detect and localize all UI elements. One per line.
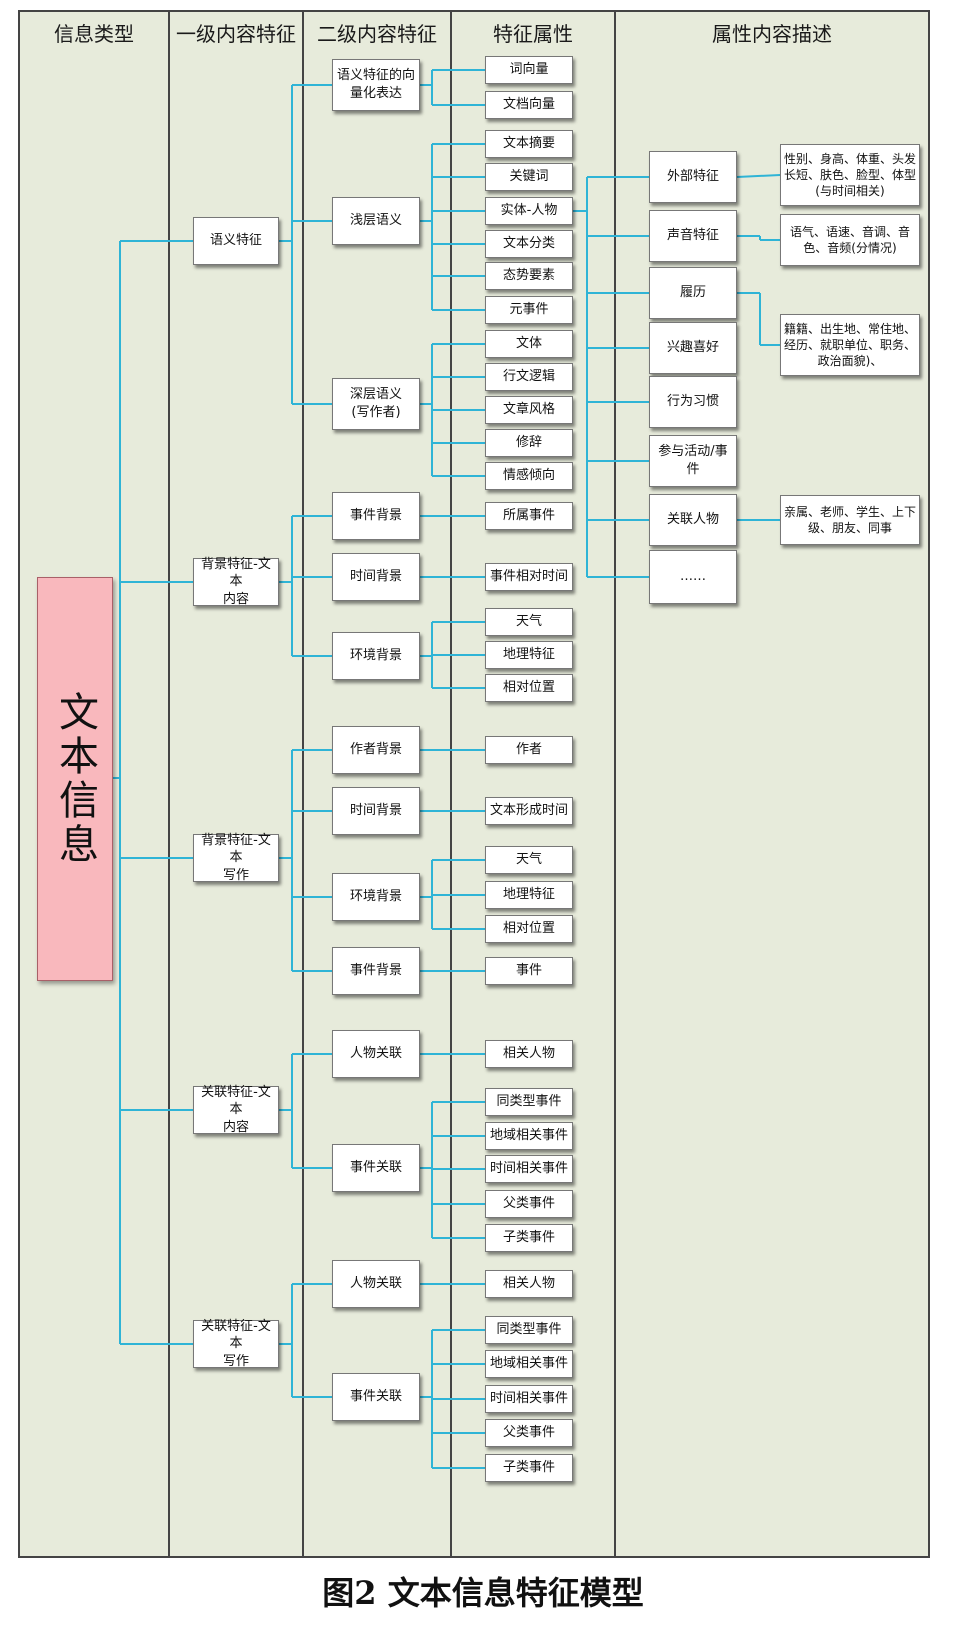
level3-node-29: 子类事件: [485, 1224, 573, 1252]
level3-node-10: 文章风格: [485, 396, 573, 424]
level4-node-2: 履历: [649, 267, 737, 319]
level3-node-9: 行文逻辑: [485, 363, 573, 391]
level4-node-5: 参与活动/事件: [649, 435, 737, 487]
level2-node-12: 人物关联: [332, 1260, 420, 1308]
level3-node-7: 元事件: [485, 296, 573, 324]
level3-node-33: 时间相关事件: [485, 1385, 573, 1413]
header-level1: 一级内容特征: [176, 22, 296, 46]
header-level2: 二级内容特征: [317, 22, 437, 46]
level2-node-0: 语义特征的向 量化表达: [332, 59, 420, 111]
level2-node-6: 作者背景: [332, 726, 420, 774]
level3-node-5: 文本分类: [485, 230, 573, 258]
level3-node-28: 父类事件: [485, 1190, 573, 1218]
level5-node-3: 亲属、老师、学生、上下 级、朋友、同事: [780, 495, 920, 545]
figure-caption: 图2 文本信息特征模型: [322, 1574, 644, 1612]
level3-node-1: 文档向量: [485, 91, 573, 119]
level3-node-21: 地理特征: [485, 881, 573, 909]
level1-node-3: 关联特征-文本 内容: [193, 1085, 279, 1135]
level2-node-13: 事件关联: [332, 1373, 420, 1421]
level3-node-32: 地域相关事件: [485, 1350, 573, 1378]
level3-node-26: 地域相关事件: [485, 1122, 573, 1150]
level3-node-35: 子类事件: [485, 1454, 573, 1482]
level3-node-4: 实体-人物: [485, 197, 573, 225]
level3-node-0: 词向量: [485, 56, 573, 84]
root-label: 文本信息: [52, 691, 98, 867]
level4-node-1: 声音特征: [649, 210, 737, 262]
level3-node-19: 文本形成时间: [485, 797, 573, 825]
level5-node-0: 性别、身高、体重、头发 长短、肤色、脸型、体型 (与时间相关): [780, 144, 920, 206]
level3-node-2: 文本摘要: [485, 130, 573, 158]
level2-node-8: 环境背景: [332, 873, 420, 921]
level4-node-4: 行为习惯: [649, 376, 737, 428]
level3-node-24: 相关人物: [485, 1040, 573, 1068]
level3-node-20: 天气: [485, 846, 573, 874]
level3-node-23: 事件: [485, 957, 573, 985]
level3-node-12: 情感倾向: [485, 462, 573, 490]
level3-node-31: 同类型事件: [485, 1316, 573, 1344]
column-level2: [302, 10, 452, 1558]
level4-node-6: 关联人物: [649, 494, 737, 546]
header-attribute-description: 属性内容描述: [712, 22, 832, 46]
level3-node-34: 父类事件: [485, 1419, 573, 1447]
level2-node-5: 环境背景: [332, 632, 420, 680]
level3-node-8: 文体: [485, 330, 573, 358]
level3-node-6: 态势要素: [485, 262, 573, 290]
level1-node-0: 语义特征: [193, 217, 279, 265]
level3-node-22: 相对位置: [485, 915, 573, 943]
level3-node-13: 所属事件: [485, 502, 573, 530]
header-attributes: 特征属性: [493, 22, 573, 46]
level3-node-3: 关键词: [485, 163, 573, 191]
level4-node-3: 兴趣喜好: [649, 322, 737, 374]
column-level1: [168, 10, 304, 1558]
level4-node-0: 外部特征: [649, 151, 737, 203]
level2-node-2: 深层语义 (写作者): [332, 378, 420, 430]
level2-node-11: 事件关联: [332, 1144, 420, 1192]
level2-node-9: 事件背景: [332, 947, 420, 995]
level5-node-2: 籍籍、出生地、常住地、 经历、就职单位、职务、 政治面貌)、: [780, 314, 920, 376]
level2-node-3: 事件背景: [332, 492, 420, 540]
level3-node-30: 相关人物: [485, 1270, 573, 1298]
level3-node-18: 作者: [485, 736, 573, 764]
level4-node-7: ……: [649, 550, 737, 604]
level3-node-14: 事件相对时间: [485, 563, 573, 591]
header-info-type: 信息类型: [54, 22, 134, 46]
level3-node-25: 同类型事件: [485, 1088, 573, 1116]
level3-node-15: 天气: [485, 608, 573, 636]
level2-node-7: 时间背景: [332, 787, 420, 835]
level3-node-16: 地理特征: [485, 641, 573, 669]
level3-node-17: 相对位置: [485, 674, 573, 702]
level1-node-4: 关联特征-文本 写作: [193, 1319, 279, 1369]
level5-node-1: 语气、语速、音调、音 色、音频(分情况): [780, 214, 920, 266]
level3-node-11: 修辞: [485, 429, 573, 457]
level2-node-1: 浅层语义: [332, 197, 420, 245]
level2-node-10: 人物关联: [332, 1030, 420, 1078]
level1-node-1: 背景特征-文本 内容: [193, 557, 279, 607]
level2-node-4: 时间背景: [332, 553, 420, 601]
root-node: 文本信息: [37, 577, 113, 981]
connector-line: [736, 174, 781, 178]
level3-node-27: 时间相关事件: [485, 1155, 573, 1183]
level1-node-2: 背景特征-文本 写作: [193, 833, 279, 883]
